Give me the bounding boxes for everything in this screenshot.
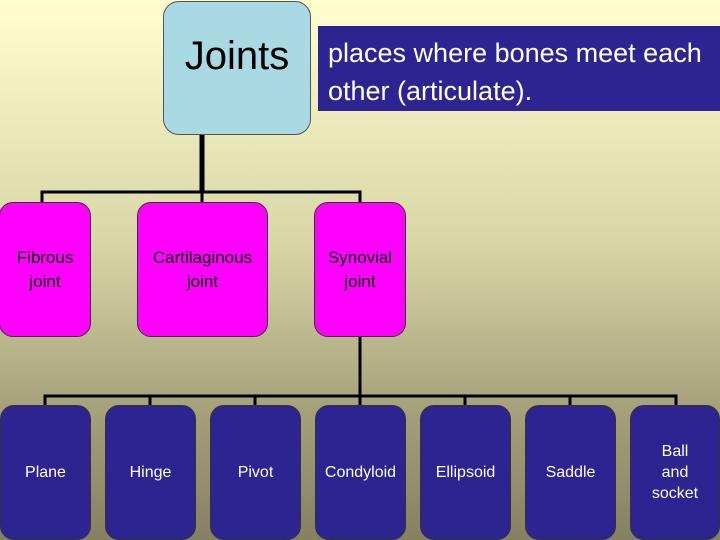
root-node: Joints xyxy=(163,1,311,135)
hinge-label: Hinge xyxy=(129,464,172,481)
ball-and-socket-label: Ball and socket xyxy=(651,443,699,502)
definition-text: places where bones meet each other (arti… xyxy=(328,38,702,106)
saddle-label: Saddle xyxy=(545,464,596,481)
condyloid-label: Condyloid xyxy=(324,464,397,481)
ellipsoid-label: Ellipsoid xyxy=(435,464,496,481)
saddle-node: Saddle xyxy=(525,405,616,540)
cartilaginous-joint-label: Cartilaginous joint xyxy=(152,247,253,291)
cartilaginous-joint-node: Cartilaginous joint xyxy=(137,202,268,337)
pivot-label: Pivot xyxy=(237,464,274,481)
condyloid-node: Condyloid xyxy=(315,405,406,540)
ball-and-socket-node: Ball and socket xyxy=(630,405,720,540)
fibrous-joint-label: Fibrous joint xyxy=(16,247,74,291)
ellipsoid-node: Ellipsoid xyxy=(420,405,511,540)
root-title: Joints xyxy=(184,34,290,78)
fibrous-joint-node: Fibrous joint xyxy=(0,202,91,337)
pivot-node: Pivot xyxy=(210,405,301,540)
synovial-joint-node: Synovial joint xyxy=(314,202,406,337)
plane-label: Plane xyxy=(25,464,66,481)
plane-node: Plane xyxy=(0,405,91,540)
hinge-node: Hinge xyxy=(105,405,196,540)
definition-box: places where bones meet each other (arti… xyxy=(318,26,720,111)
synovial-joint-label: Synovial joint xyxy=(327,247,393,291)
